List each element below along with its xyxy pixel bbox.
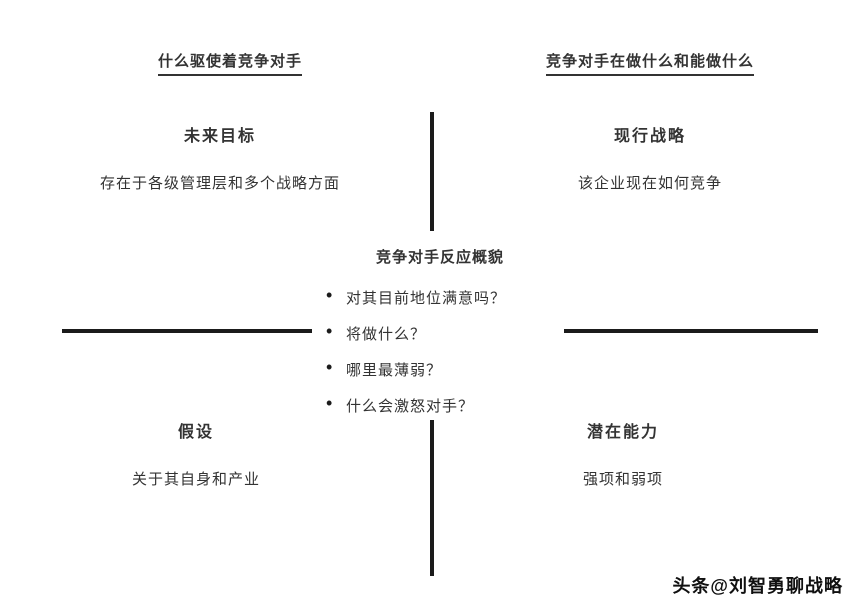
response-profile-title: 竞争对手反应概貌 [375, 249, 504, 266]
right-column-heading-text: 竞争对手在做什么和能做什么 [545, 50, 754, 76]
quadrant-assumptions: 假设 关于其自身和产业 [0, 418, 392, 489]
assumptions-description: 关于其自身和产业 [131, 471, 260, 488]
right-column-heading: 竞争对手在做什么和能做什么 [440, 50, 860, 76]
future-goals-description: 存在于各级管理层和多个战略方面 [99, 175, 340, 192]
response-profile-question: 什么会激怒对手？ [326, 393, 590, 416]
current-strategy-title: 现行战略 [613, 128, 686, 145]
watermark-credit: 头条@刘智勇聊战略 [672, 576, 843, 596]
capabilities-description: 强项和弱项 [582, 471, 663, 488]
response-profile-question: 对其目前地位满意吗？ [326, 285, 590, 308]
quadrant-future-goals: 未来目标 存在于各级管理层和多个战略方面 [10, 122, 430, 193]
future-goals-title: 未来目标 [183, 128, 256, 145]
competitor-response-profile: 竞争对手反应概貌 对其目前地位满意吗？ 将做什么？ 哪里最薄弱？ 什么会激怒对手… [290, 246, 590, 431]
current-strategy-description: 该企业现在如何竞争 [577, 175, 722, 192]
capabilities-title: 潜在能力 [586, 424, 659, 441]
quadrant-current-strategy: 现行战略 该企业现在如何竞争 [440, 122, 860, 193]
vertical-axis-top-line [430, 112, 434, 231]
assumptions-title: 假设 [177, 424, 214, 441]
response-profile-question: 将做什么？ [326, 321, 590, 344]
response-profile-question-list: 对其目前地位满意吗？ 将做什么？ 哪里最薄弱？ 什么会激怒对手？ [290, 285, 590, 416]
quadrant-capabilities: 潜在能力 强项和弱项 [440, 418, 806, 489]
vertical-axis-bottom-line [430, 420, 434, 576]
left-column-heading: 什么驱使着竞争对手 [20, 50, 440, 76]
response-profile-question: 哪里最薄弱？ [326, 357, 590, 380]
horizontal-axis-left-line [62, 329, 312, 333]
left-column-heading-text: 什么驱使着竞争对手 [157, 50, 302, 76]
horizontal-axis-right-line [564, 329, 818, 333]
